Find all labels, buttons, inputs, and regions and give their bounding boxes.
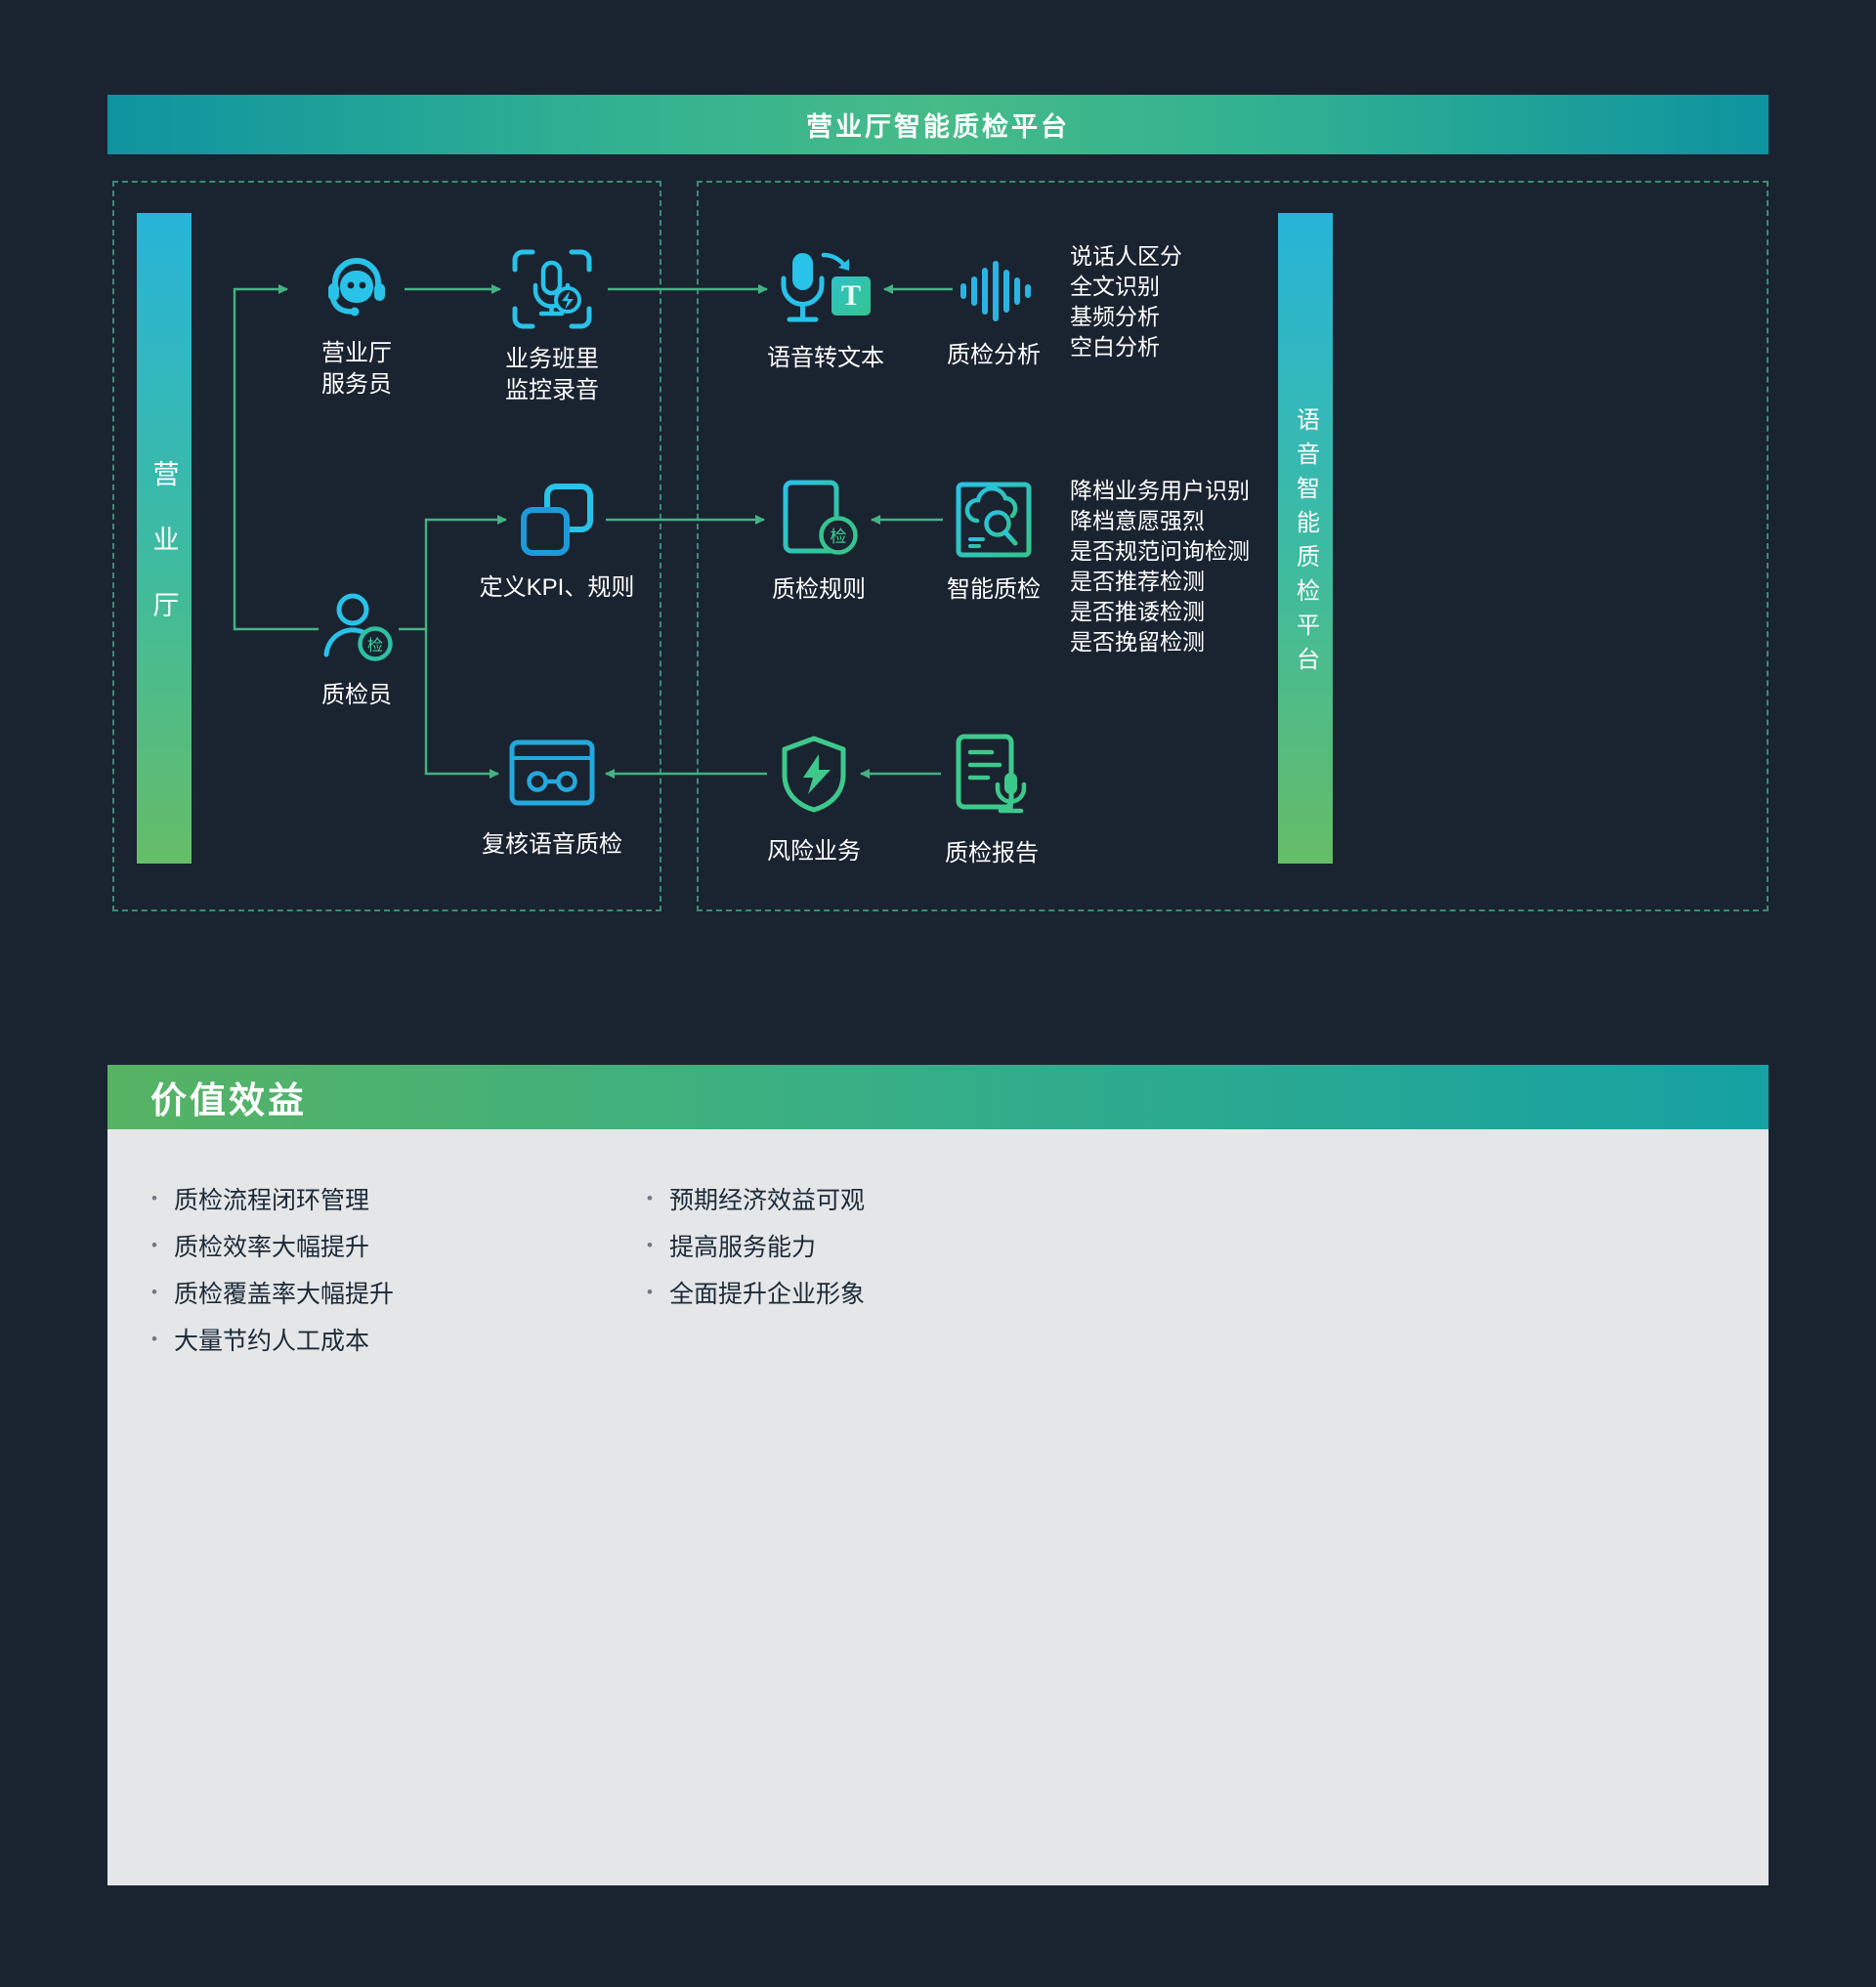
inspector-badge-glyph: 检 [367, 637, 383, 655]
bullet-dot: • [647, 1283, 653, 1301]
feature-item: 是否挽留检测 [1070, 629, 1205, 655]
bullet-dot: • [151, 1283, 157, 1301]
benefit-text: 质检流程闭环管理 [173, 1187, 369, 1214]
business-hall-side-bar: 营业厅 [137, 213, 192, 864]
feature-item: 是否推荐检测 [1070, 569, 1205, 594]
bullet-dot: • [151, 1189, 157, 1207]
benefits-panel [107, 1129, 1769, 1885]
benefit-text: 质检覆盖率大幅提升 [173, 1281, 394, 1308]
report-microphone-icon [956, 734, 1027, 814]
headset-agent-icon [328, 258, 385, 317]
benefits-header: 价值效益 [107, 1065, 1769, 1129]
benefit-text: 预期经济效益可观 [668, 1187, 865, 1214]
benefit-item: • 预期经济效益可观 [647, 1175, 865, 1222]
business-hall-panel [112, 181, 661, 911]
bullet-dot: • [647, 1236, 653, 1254]
node-review-voice-qc: 复核语音质检 [459, 738, 645, 861]
voice-qc-platform-panel [697, 181, 1769, 911]
tape-recorder-icon [509, 740, 595, 806]
node-label: 业务班里 监控录音 [505, 344, 599, 406]
node-label: 定义KPI、规则 [479, 574, 635, 601]
bullet-dot: • [647, 1189, 653, 1207]
feature-item: 说话人区分 [1070, 243, 1182, 269]
feature-item: 降档业务用户识别 [1070, 478, 1250, 503]
benefit-item: • 质检流程闭环管理 [151, 1175, 394, 1222]
node-monitor-recording: 业务班里 监控录音 [459, 246, 645, 406]
node-label-line: 业务班里 [505, 346, 599, 372]
shield-lightning-icon [782, 736, 846, 813]
node-agent: 营业厅 服务员 [264, 244, 449, 401]
voice-qc-side-label: 语音智能质检平台 [1292, 406, 1319, 681]
node-define-kpi: 定义KPI、规则 [464, 479, 650, 604]
main-title-bar: 营业厅智能质检平台 [107, 95, 1769, 154]
feature-item: 空白分析 [1070, 334, 1160, 359]
main-title: 营业厅智能质检平台 [806, 112, 1070, 142]
node-inspector: 检 质检员 [264, 586, 449, 711]
node-label: 质检规则 [772, 576, 866, 603]
inspector-person-icon: 检 [323, 593, 393, 661]
benefits-left-column: • 质检流程闭环管理 • 质检效率大幅提升 • 质检覆盖率大幅提升 • 大量节约人工成本 [151, 1175, 394, 1363]
node-label: 智能质检 [947, 576, 1041, 603]
feature-item: 是否推诿检测 [1070, 599, 1205, 624]
node-qc-rules: 检 质检规则 [726, 477, 912, 606]
benefit-item: • 质检效率大幅提升 [151, 1222, 394, 1269]
benefit-text: 提高服务能力 [668, 1234, 816, 1261]
smartqc-feature-list: 降档业务用户识别降档意愿强烈是否规范问询检测是否推荐检测是否推诿检测是否挽留检测 [1070, 476, 1250, 657]
document-check-icon: 检 [783, 480, 858, 555]
node-label-line: 营业厅 [321, 340, 392, 366]
node-label-line: 监控录音 [505, 377, 599, 403]
benefits-title: 价值效益 [150, 1080, 307, 1120]
node-qc-report: 质检报告 [899, 731, 1085, 869]
node-label: 质检报告 [945, 840, 1039, 867]
voice-qc-side-bar: 语音智能质检平台 [1278, 213, 1333, 864]
benefits-right-column: • 预期经济效益可观 • 提高服务能力 • 全面提升企业形象 [647, 1175, 865, 1316]
node-risk-business: 风险业务 [721, 733, 907, 867]
business-hall-side-label: 营业厅 [149, 459, 179, 656]
feature-item: 全文识别 [1070, 274, 1160, 299]
node-label-line: 服务员 [321, 371, 392, 398]
node-smart-qc: 智能质检 [901, 477, 1087, 606]
node-label: 质检员 [321, 682, 392, 708]
benefit-text: 大量节约人工成本 [173, 1328, 369, 1355]
benefit-item: • 大量节约人工成本 [151, 1316, 394, 1363]
benefit-item: • 全面提升企业形象 [647, 1269, 865, 1316]
analysis-feature-list: 说话人区分全文识别基频分析空白分析 [1070, 241, 1182, 362]
benefit-item: • 质检覆盖率大幅提升 [151, 1269, 394, 1316]
node-speech-to-text: T 语音转文本 [733, 247, 918, 374]
stt-t-glyph: T [841, 279, 861, 312]
bullet-dot: • [151, 1236, 157, 1254]
benefit-text: 质检效率大幅提升 [173, 1234, 369, 1261]
overlapping-squares-icon [521, 484, 593, 556]
speech-to-text-icon: T [781, 252, 871, 322]
feature-item: 降档意愿强烈 [1070, 508, 1205, 533]
cloud-search-icon [956, 482, 1032, 558]
node-label: 质检分析 [947, 342, 1041, 368]
node-label: 营业厅 服务员 [321, 338, 392, 401]
monitor-recording-icon [512, 249, 592, 329]
waveform-icon [960, 261, 1031, 321]
bullet-dot: • [151, 1330, 157, 1348]
feature-item: 基频分析 [1070, 304, 1160, 329]
benefit-item: • 提高服务能力 [647, 1222, 865, 1269]
node-label: 复核语音质检 [482, 831, 622, 858]
node-label: 风险业务 [767, 838, 861, 865]
node-label: 语音转文本 [767, 345, 884, 371]
node-qc-analysis: 质检分析 [901, 254, 1087, 371]
feature-item: 是否规范问询检测 [1070, 538, 1250, 564]
benefit-text: 全面提升企业形象 [668, 1281, 865, 1308]
rules-badge-glyph: 检 [831, 528, 847, 546]
